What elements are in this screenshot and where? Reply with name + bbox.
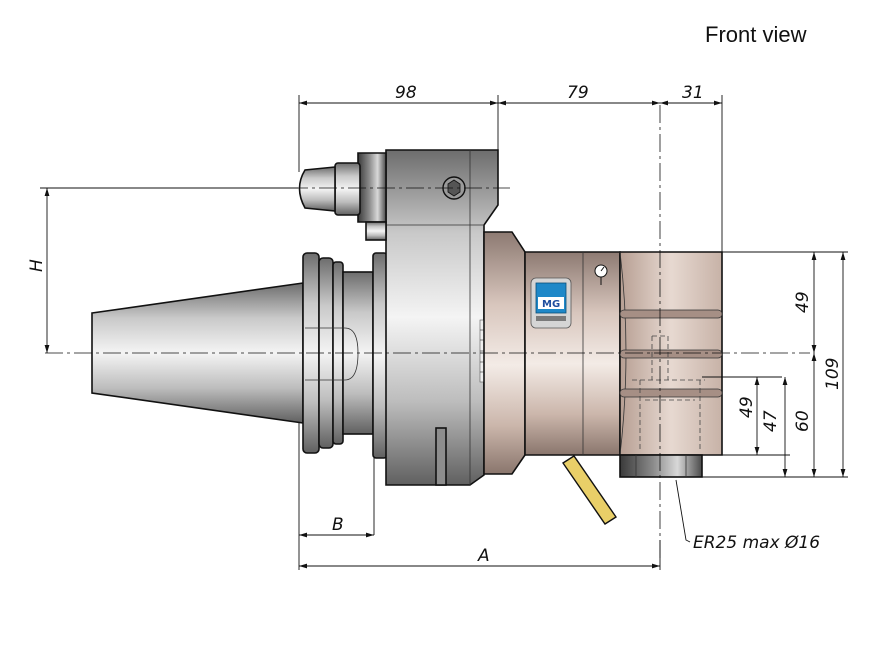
- dim-a: A: [477, 546, 490, 566]
- dim-b: B: [332, 515, 344, 535]
- clamp-arm: [357, 152, 387, 223]
- collet-nut: [619, 454, 703, 478]
- mg-logo: MG: [530, 277, 572, 329]
- side-stop: [365, 221, 387, 241]
- dimension-lines: [40, 95, 848, 570]
- groove-1: [619, 309, 723, 319]
- dim-98: 98: [395, 83, 417, 103]
- logo-text: MG: [542, 299, 560, 310]
- collet-note: ER25 max Ø16: [693, 533, 820, 553]
- spacer-ring: [372, 252, 388, 459]
- dim-49-low: 49: [737, 396, 757, 418]
- housing-slot: [435, 427, 447, 486]
- dim-109: 109: [823, 358, 843, 390]
- locating-pin: [298, 166, 336, 212]
- dim-47: 47: [761, 410, 781, 432]
- view-title: Front view: [705, 22, 807, 47]
- coolant-tube: [562, 455, 617, 525]
- tool-assembly: 10 0 350 MG: [91, 149, 723, 525]
- locating-pin-base: [334, 162, 361, 216]
- dim-h: H: [27, 259, 47, 272]
- dim-49-top: 49: [793, 291, 813, 313]
- dim-60: 60: [793, 410, 813, 432]
- dim-79: 79: [567, 83, 589, 103]
- groove-2: [619, 349, 723, 359]
- dim-31: 31: [682, 83, 704, 103]
- groove-3: [619, 388, 723, 398]
